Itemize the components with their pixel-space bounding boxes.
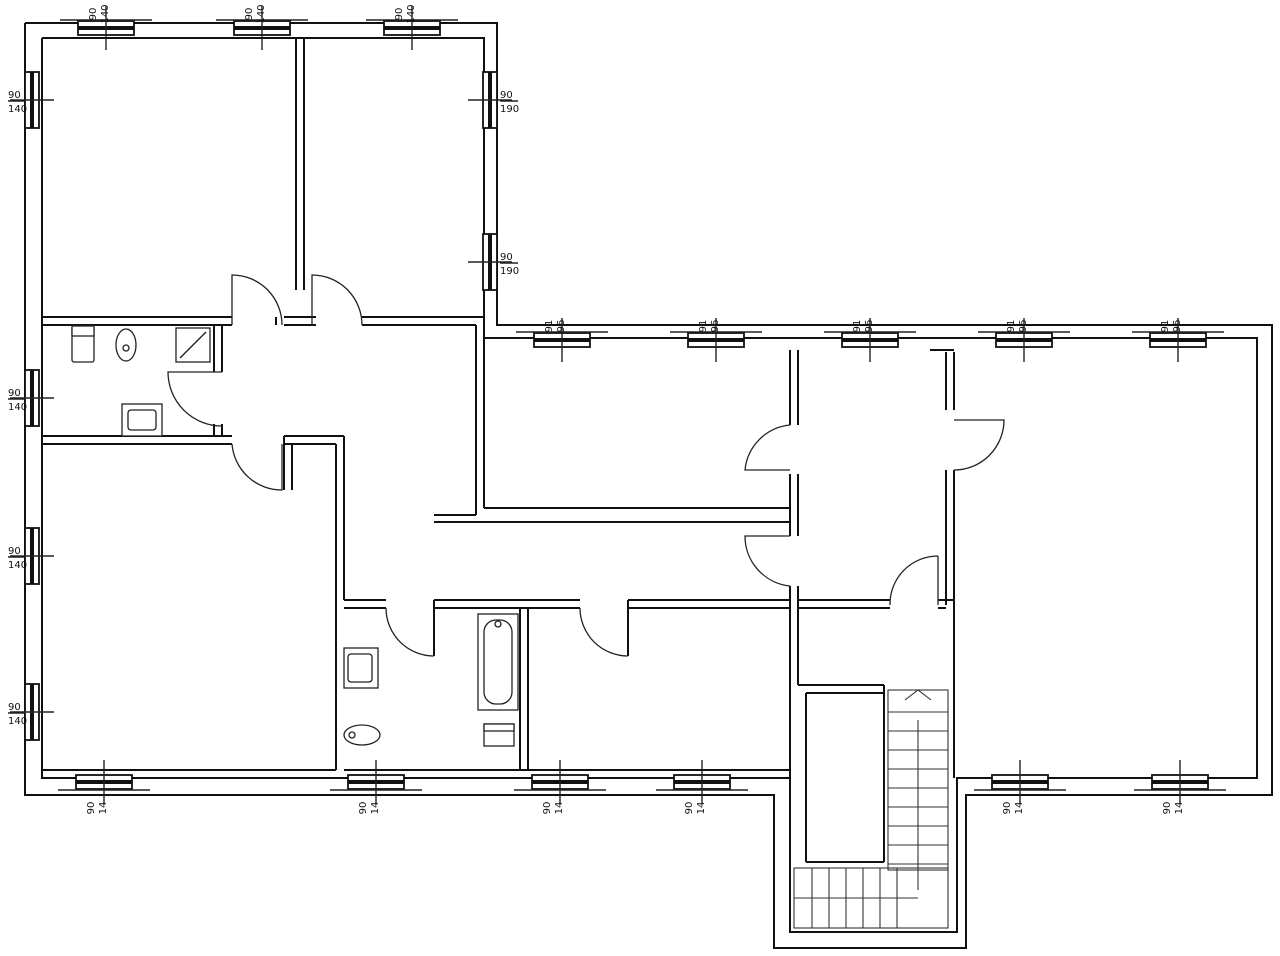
window-height-label: 140 xyxy=(8,104,27,115)
window-height-label: 140 xyxy=(8,402,27,413)
window-icon xyxy=(216,6,308,50)
window-width-label: 90 xyxy=(8,90,21,101)
window-icon xyxy=(330,760,422,804)
window-height-label: 14 xyxy=(554,802,565,815)
window-width-label: 91 xyxy=(698,320,709,333)
window-icon xyxy=(1134,760,1226,804)
window-height-label: 140 xyxy=(8,716,27,727)
window-width-label: 90 xyxy=(542,802,553,815)
window-height-label: 190 xyxy=(500,104,519,115)
window-icon xyxy=(656,760,748,804)
window-width-label: 90 xyxy=(8,546,21,557)
window-width-label: 91 xyxy=(1160,320,1171,333)
window-width-label: 90 xyxy=(88,8,99,21)
window-icon xyxy=(468,233,512,291)
window-height-label: 14 xyxy=(1014,802,1025,815)
window-icon xyxy=(10,71,54,129)
window-width-label: 90 xyxy=(500,252,513,263)
window-height-label: 96 xyxy=(1018,320,1029,333)
window-height-label: 190 xyxy=(500,266,519,277)
exterior-walls xyxy=(24,22,1273,949)
window-icon xyxy=(10,683,54,741)
window-height-label: 14 xyxy=(98,802,109,815)
window-icon xyxy=(58,760,150,804)
window-height-label: 96 xyxy=(710,320,721,333)
window-width-label: 90 xyxy=(684,802,695,815)
window-height-label: 14 xyxy=(1174,802,1185,815)
window-width-label: 90 xyxy=(394,8,405,21)
window-height-label: 140 xyxy=(406,4,417,23)
window-height-label: 96 xyxy=(864,320,875,333)
window-height-label: 140 xyxy=(100,4,111,23)
window-height-label: 140 xyxy=(256,4,267,23)
window-width-label: 90 xyxy=(8,702,21,713)
window-icon xyxy=(516,318,608,362)
window-width-label: 91 xyxy=(544,320,555,333)
staircase xyxy=(793,689,949,929)
window-icon xyxy=(670,318,762,362)
doors xyxy=(167,274,1005,657)
window-icon xyxy=(366,6,458,50)
window-icon xyxy=(60,6,152,50)
window-icon xyxy=(10,369,54,427)
window-height-label: 96 xyxy=(1172,320,1183,333)
sanitary-fixtures xyxy=(71,325,519,747)
window-icon xyxy=(514,760,606,804)
window-width-label: 90 xyxy=(358,802,369,815)
windows xyxy=(10,6,1226,804)
window-icon xyxy=(978,318,1070,362)
window-height-label: 140 xyxy=(8,560,27,571)
window-icon xyxy=(974,760,1066,804)
window-icon xyxy=(10,527,54,585)
window-height-label: 14 xyxy=(696,802,707,815)
window-width-label: 91 xyxy=(1006,320,1017,333)
window-width-label: 91 xyxy=(852,320,863,333)
window-width-label: 90 xyxy=(500,90,513,101)
window-width-label: 90 xyxy=(244,8,255,21)
window-height-label: 96 xyxy=(556,320,567,333)
toilet-lower-icon xyxy=(343,724,381,746)
window-width-label: 90 xyxy=(1162,802,1173,815)
window-width-label: 90 xyxy=(1002,802,1013,815)
window-height-label: 14 xyxy=(370,802,381,815)
window-icon xyxy=(824,318,916,362)
window-icon xyxy=(1132,318,1224,362)
window-width-label: 90 xyxy=(86,802,97,815)
window-width-label: 90 xyxy=(8,388,21,399)
window-icon xyxy=(468,71,512,129)
